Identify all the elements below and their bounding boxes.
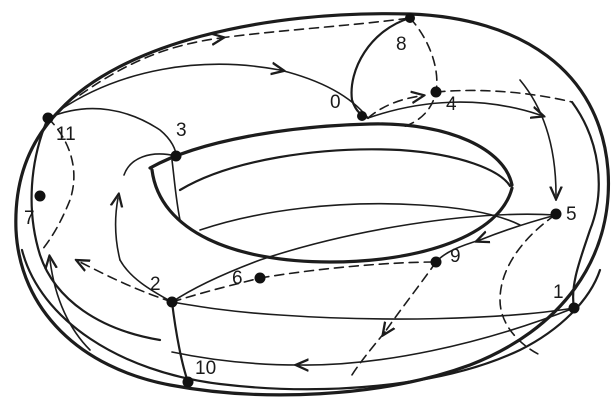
torus-hole-inner-fold bbox=[180, 149, 510, 190]
torus-outer-outline bbox=[16, 14, 609, 395]
flow-line-top-dashed bbox=[80, 38, 220, 95]
label-0: 0 bbox=[330, 92, 341, 113]
point-9 bbox=[431, 257, 442, 268]
meridian-left-solid bbox=[32, 118, 160, 340]
label-6: 6 bbox=[232, 268, 243, 289]
label-9: 9 bbox=[450, 246, 461, 267]
flow-line-3-to-2 bbox=[116, 198, 120, 260]
flow-line-top-1b bbox=[280, 70, 368, 118]
flow-line-9-down-b bbox=[350, 332, 385, 378]
point-1 bbox=[569, 303, 580, 314]
flow-line-3-swoop bbox=[124, 154, 176, 175]
flow-line-1-sweep bbox=[172, 302, 574, 319]
flow-line-3-to-2b bbox=[120, 260, 172, 302]
label-11: 11 bbox=[56, 124, 76, 145]
point-11 bbox=[43, 113, 54, 124]
flow-line-5-to-2 bbox=[172, 214, 556, 302]
label-3: 3 bbox=[176, 120, 187, 141]
label-1: 1 bbox=[553, 282, 564, 303]
flow-line-top-dashed-2 bbox=[220, 18, 410, 38]
flow-line-1-lower-b bbox=[172, 352, 300, 365]
flow-line-9-down bbox=[385, 262, 436, 332]
point-5 bbox=[551, 209, 562, 220]
point-3 bbox=[171, 151, 182, 162]
point-0 bbox=[357, 111, 367, 121]
flow-line-right-to-5 bbox=[520, 80, 556, 195]
label-5: 5 bbox=[566, 204, 577, 225]
flow-line-1-lower bbox=[300, 308, 574, 365]
label-7: 7 bbox=[24, 208, 35, 229]
point-4 bbox=[431, 87, 442, 98]
point-2 bbox=[167, 297, 178, 308]
flow-line-6-to-9 bbox=[260, 262, 436, 278]
point-8 bbox=[405, 13, 415, 23]
torus-hole-front-rim bbox=[172, 160, 180, 220]
meridian-front-dashed bbox=[172, 278, 260, 302]
label-4: 4 bbox=[446, 94, 457, 115]
meridian-top-solid bbox=[352, 18, 410, 118]
meridian-front-solid bbox=[172, 302, 188, 382]
label-10: 10 bbox=[195, 358, 216, 379]
flow-line-left-lower bbox=[50, 260, 90, 350]
point-7 bbox=[35, 191, 46, 202]
point-10 bbox=[183, 377, 194, 388]
point-6 bbox=[255, 273, 266, 284]
label-8: 8 bbox=[396, 34, 407, 55]
label-2: 2 bbox=[150, 274, 161, 295]
torus-hole-upper-edge bbox=[150, 124, 512, 185]
